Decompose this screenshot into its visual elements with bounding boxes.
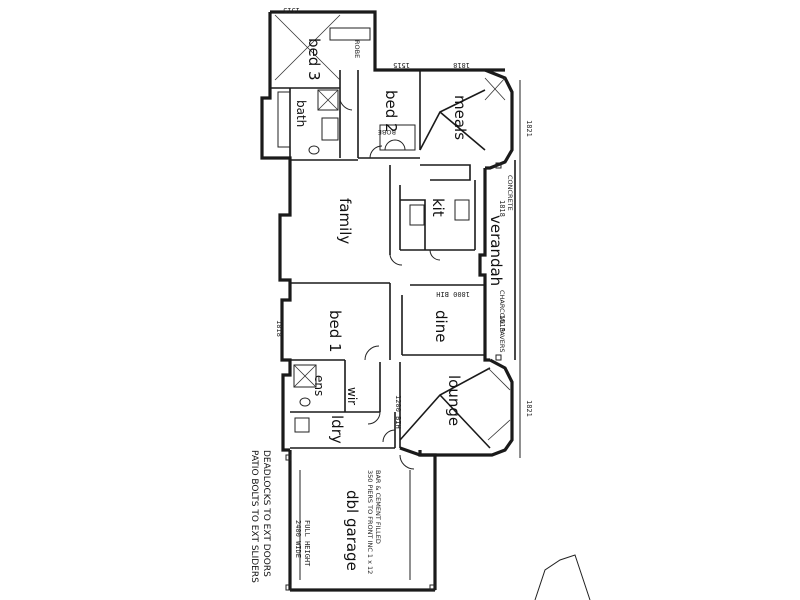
room-label-dine: dine [432,310,450,342]
door-bed3 [339,99,353,111]
toilet [308,145,320,155]
wall-lounge-diag1 [399,367,491,441]
garage-post-1 [285,454,292,461]
outer-wall-lounge-bay [399,358,514,457]
notes: PATIO BOLTS TO EXT SLIDERS DEADLOCKS TO … [249,40,514,583]
bath-vanity [321,117,339,141]
room-label-lounge: lounge [445,375,463,426]
outer-wall-top-left [260,12,292,190]
dim-meals-bay: 1821 [525,120,533,137]
dim-garage-width: 2400 WIDE [294,520,302,558]
door-wir [367,411,381,425]
note-deadlocks: DEADLOCKS TO EXT DOORS [261,450,271,577]
outer-wall-garage-right [418,450,437,590]
room-labels: bed 3 bath bed 2 meals family kit verand… [294,38,505,571]
verandah-post-1 [495,162,502,169]
note-robe-bed2: ROBE [378,128,396,136]
kitchen-stove [454,199,470,221]
room-label-garage: dbl garage [343,490,361,571]
fixtures [274,14,591,600]
garage-post-2 [285,584,292,591]
bath-shower [317,89,339,111]
bed2-robe [379,124,416,151]
garage-post-3 [429,584,436,591]
note-pavers: CHARCOAL PAVERS [498,290,506,352]
room-label-ldry: ldry [328,415,346,444]
note-cement: BAR & CEMENT FILLED [374,470,382,544]
room-label-ens: ens [312,375,326,396]
kitchen-sink [409,204,425,226]
dim-dine-right: 1515 [498,315,506,332]
site-boundary [534,554,591,600]
room-label-bed1: bed 1 [326,310,344,353]
ens-toilet [299,397,311,407]
door-bed1 [364,345,380,361]
dimension-labels: 1515 1515 1818 1821 1818 1515 1821 1818 … [275,6,533,567]
outer-walls [260,10,521,592]
note-concrete: CONCRETE [506,175,514,211]
room-label-wir: wir [345,387,359,405]
verandah-post-2 [495,354,502,361]
dim-dine-bih: 1800 BIH [436,290,470,298]
lounge-bay-hatch [487,367,511,441]
outer-wall-bed3 [270,10,505,72]
note-patio-bolts: PATIO BOLTS TO EXT SLIDERS [249,450,259,583]
dim-lounge-bay: 1821 [525,400,533,417]
note-robe-bed3: ROBE [353,40,361,58]
door-kit [429,249,441,261]
door-ldry [382,429,396,443]
bath-tub [277,91,291,148]
meals-bay-hatch [484,77,506,101]
bed3-robe-hatch [274,14,371,81]
door-bed2 [369,145,383,159]
outer-wall-left [278,190,292,452]
door-garage-side [399,454,415,470]
doors [339,99,441,470]
ens-shower [293,364,317,388]
wall-lounge-diag2 [439,394,491,449]
wall-pantry [400,199,426,250]
door-family [389,254,403,266]
room-label-family: family [336,198,354,244]
laundry-trough [294,417,310,433]
outer-wall-right-mid [478,168,490,362]
note-piers: 350 PIERS TO FRONT INC 1 x 12 [366,470,374,574]
room-label-verandah: verandah [487,215,505,286]
room-label-kit: kit [429,198,447,217]
room-label-bed2: bed 2 [382,90,400,133]
dim-top-bed3: 1515 [283,6,300,14]
dim-lounge-bih: 1200 BIH [394,395,402,429]
room-label-meals: meals [451,95,469,140]
room-label-bath: bath [294,100,308,127]
wall-kit-bench [420,164,471,181]
dim-kit-right: 1818 [498,200,506,217]
dim-garage-height: FULL HEIGHT [303,520,311,567]
dim-top-bed2: 1515 [393,61,410,69]
dim-left-bed1: 1818 [275,320,283,337]
wall-meals-diagonal2 [439,111,486,151]
dim-top-meals: 1818 [453,61,470,69]
room-label-bed3: bed 3 [305,38,323,81]
